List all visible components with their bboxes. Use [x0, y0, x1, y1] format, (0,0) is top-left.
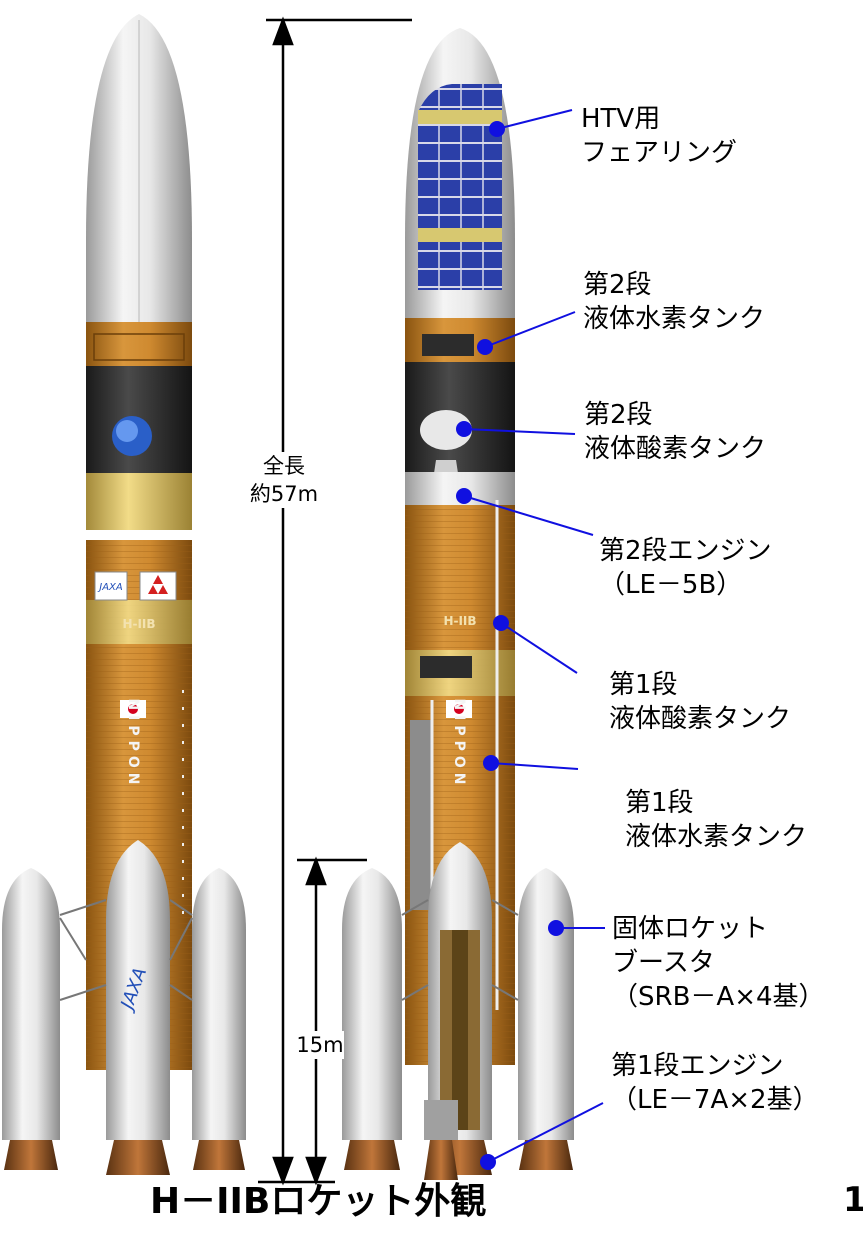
figure-title: H－IIBロケット外観 — [150, 1181, 487, 1222]
callout-htv-fairing: HTV用 フェアリング — [581, 102, 737, 170]
left-interstage-band — [86, 470, 192, 530]
callout-line: 液体水素タンク — [583, 304, 766, 334]
callout-line: （SRB－A×4基） — [612, 982, 825, 1012]
callout-line: 第2段 — [583, 270, 652, 300]
callout-dot — [493, 615, 509, 631]
callout-stage1-engine: 第1段エンジン （LE－7A×2基） — [611, 1049, 819, 1117]
booster-length-label: 15m — [296, 1031, 344, 1059]
left-booster-left — [2, 868, 60, 1170]
callout-line: フェアリング — [581, 138, 738, 168]
callout-leaders — [456, 109, 605, 1170]
callout-dot — [477, 339, 493, 355]
callout-line: ブースタ — [612, 948, 715, 978]
right-booster-right — [518, 868, 574, 1170]
left-booster-right — [192, 868, 246, 1170]
callout-stage2-engine: 第2段エンジン （LE－5B） — [599, 534, 772, 602]
callout-dot — [548, 920, 564, 936]
callout-dot — [489, 121, 505, 137]
right-stage2-engine — [405, 472, 515, 505]
callout-stage2-lh2-tank: 第2段 液体水素タンク — [583, 268, 765, 336]
total-length-word: 全長 — [263, 454, 305, 478]
left-nippon-text: NIPPON — [125, 698, 141, 789]
right-rocket: H-IIB NIPPON — [342, 28, 574, 1180]
callout-line: 液体水素タンク — [625, 822, 808, 852]
callout-line: （LE－5B） — [599, 570, 743, 600]
callout-srb: 固体ロケット ブースタ （SRB－A×4基） — [612, 912, 825, 1014]
callout-line: 第2段 — [584, 400, 653, 430]
left-jaxa-logo — [94, 571, 128, 601]
callout-stage2-lox-tank: 第2段 液体酸素タンク — [584, 398, 766, 466]
left-rocket: JAXA H-IIB NIPPON JAXA — [2, 14, 246, 1175]
callout-line: 第1段 — [625, 788, 694, 818]
left-upper-stage — [86, 322, 192, 366]
left-booster-front: JAXA — [106, 840, 170, 1175]
total-length-value: 約57m — [249, 482, 319, 506]
callout-dot — [456, 488, 472, 504]
total-length-label: 全長 約57m — [242, 452, 326, 508]
callout-line: （LE－7A×2基） — [611, 1085, 819, 1115]
callout-line: 液体酸素タンク — [609, 704, 792, 734]
page-number: 1 — [843, 1180, 863, 1220]
callout-line: 固体ロケット — [612, 914, 769, 944]
right-vehicle-name: H-IIB — [443, 614, 476, 628]
callout-stage1-lh2-tank: 第1段 液体水素タンク — [625, 786, 807, 854]
mitsubishi-logo — [148, 575, 168, 594]
callout-line: 第2段エンジン — [599, 536, 772, 566]
callout-stage1-lox-tank: 第1段 液体酸素タンク — [609, 668, 791, 736]
left-vehicle-name: H-IIB — [122, 617, 155, 631]
right-stage1-engine — [424, 1100, 458, 1180]
left-jaxa-text: JAXA — [97, 582, 123, 593]
right-booster-left — [342, 868, 402, 1170]
right-nippon-text: NIPPON — [451, 698, 467, 789]
callout-line: 第1段 — [609, 670, 678, 700]
booster-length-dimension — [297, 856, 367, 1186]
total-length-dimension — [258, 16, 412, 1186]
callout-line: HTV用 — [581, 104, 661, 134]
callout-dot — [456, 421, 472, 437]
callout-line: 液体酸素タンク — [584, 434, 767, 464]
callout-line: 第1段エンジン — [611, 1051, 784, 1081]
callout-dot — [480, 1154, 496, 1170]
callout-dot — [483, 755, 499, 771]
